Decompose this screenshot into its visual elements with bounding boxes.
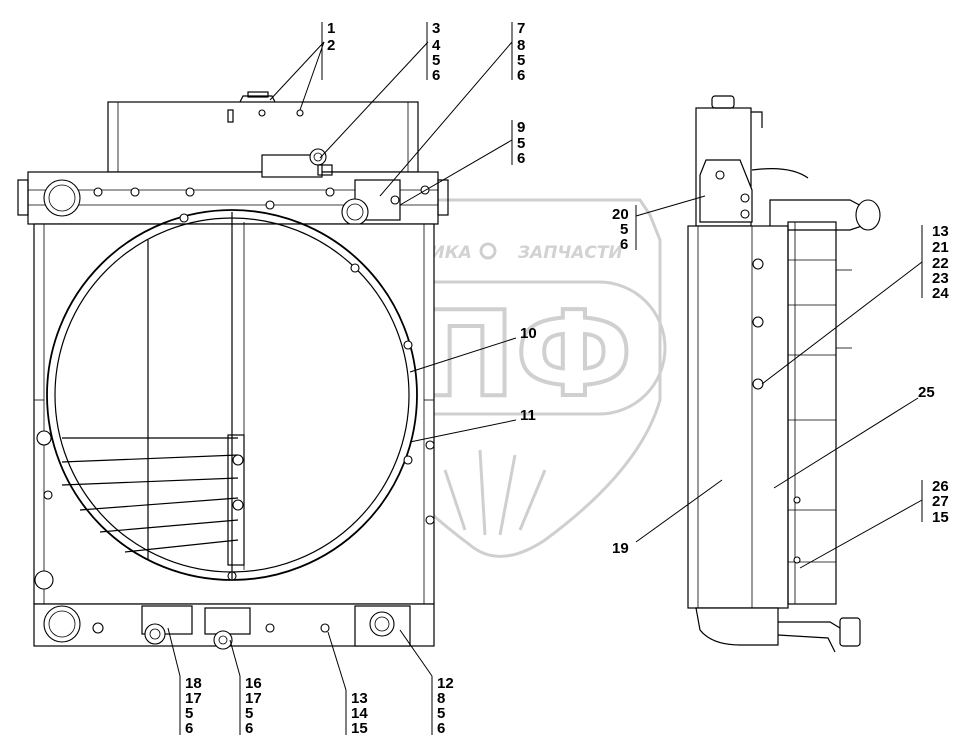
side-radiator-core xyxy=(687,225,789,609)
front-view xyxy=(17,91,449,650)
callout-13: 13 xyxy=(932,223,949,240)
callout-6f: 6 xyxy=(245,720,253,737)
drain-bracket-right xyxy=(204,607,251,635)
callout-13b: 13 xyxy=(351,690,368,707)
lower-outlet-pipe xyxy=(369,611,395,637)
callout-9: 9 xyxy=(517,119,525,136)
callout-4: 4 xyxy=(432,37,441,54)
callout-27: 27 xyxy=(932,493,949,510)
drain-valve-left xyxy=(144,623,166,645)
side-view xyxy=(687,95,881,653)
callout-25: 25 xyxy=(918,384,935,401)
callout-6g: 6 xyxy=(437,720,445,737)
callout-20: 20 xyxy=(612,206,629,223)
callout-6e: 6 xyxy=(185,720,193,737)
callout-10: 10 xyxy=(520,325,537,342)
side-fan-frame xyxy=(787,221,837,605)
callout-18: 18 xyxy=(185,675,202,692)
side-lower-fitting xyxy=(839,617,861,647)
callout-17b: 17 xyxy=(245,690,262,707)
callout-7: 7 xyxy=(517,20,525,37)
callout-12: 12 xyxy=(437,675,454,692)
callout-1: 1 xyxy=(327,20,335,37)
drain-valve-right xyxy=(213,630,233,650)
side-bracket xyxy=(699,159,753,223)
side-pipe-end xyxy=(855,199,881,231)
callout-5c: 5 xyxy=(517,135,525,152)
callout-21: 21 xyxy=(932,239,949,256)
callout-26: 26 xyxy=(932,478,949,495)
upper-outlet-pipe xyxy=(341,198,369,226)
callout-8: 8 xyxy=(517,37,525,54)
callout-5f: 5 xyxy=(245,705,253,722)
watermark-text-right: ЗАПЧАСТИ xyxy=(517,243,623,263)
side-breather-pipe xyxy=(751,111,763,128)
callout-3: 3 xyxy=(432,20,440,37)
callout-2: 2 xyxy=(327,37,335,54)
filler-cap xyxy=(239,95,276,103)
callout-5g: 5 xyxy=(437,705,445,722)
lower-left-mount xyxy=(43,605,81,643)
upper-fitting xyxy=(261,154,323,178)
side-filler-cap xyxy=(711,95,735,109)
side-lower-tank xyxy=(695,607,779,646)
callout-24: 24 xyxy=(932,285,949,302)
callout-8b: 8 xyxy=(437,690,445,707)
callout-6: 6 xyxy=(432,67,440,84)
callout-5d: 5 xyxy=(620,221,628,238)
gear-icon xyxy=(479,242,497,260)
callout-14: 14 xyxy=(351,705,368,722)
callout-6c: 6 xyxy=(517,150,525,167)
callout-5b: 5 xyxy=(517,52,525,69)
callout-17: 17 xyxy=(185,690,202,707)
callout-6d: 6 xyxy=(620,236,628,253)
callout-5e: 5 xyxy=(185,705,193,722)
callout-19: 19 xyxy=(612,540,629,557)
radiator-core-shroud xyxy=(33,223,435,605)
upper-plug xyxy=(309,148,327,166)
callout-23: 23 xyxy=(932,270,949,287)
callout-16: 16 xyxy=(245,675,262,692)
callout-11: 11 xyxy=(520,407,536,424)
callout-22: 22 xyxy=(932,255,949,272)
callout-6b: 6 xyxy=(517,67,525,84)
callout-15b: 15 xyxy=(351,720,368,737)
callout-labels: 1 2 3 4 5 6 7 8 5 6 9 5 6 20 5 6 13 21 2… xyxy=(185,20,949,737)
side-lower-pipe xyxy=(778,621,841,629)
callout-5: 5 xyxy=(432,52,440,69)
callout-15: 15 xyxy=(932,509,949,526)
wheat-icon xyxy=(443,449,547,536)
side-hose xyxy=(751,168,809,179)
leader-lines xyxy=(167,22,923,735)
